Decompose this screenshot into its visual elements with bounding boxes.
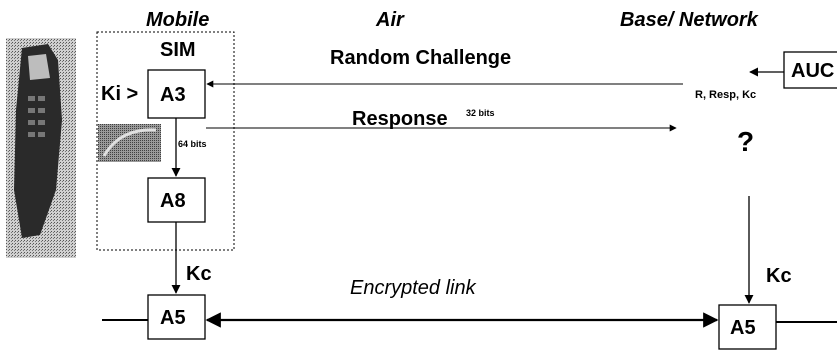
auc-label: AUC (791, 60, 835, 82)
a5-base-label: A5 (730, 317, 756, 339)
response-label: Response (352, 108, 448, 130)
a8-box (147, 177, 206, 223)
header-mobile: Mobile (146, 9, 210, 31)
header-air: Air (376, 9, 404, 31)
header-base-network: Base/ Network (620, 9, 758, 31)
auc-output-label: R, Resp, Kc (695, 89, 757, 101)
a5-mobile-label: A5 (160, 307, 186, 329)
ki-label: Ki > (101, 83, 139, 105)
kc-mobile-label: Kc (186, 263, 212, 285)
kc-base-label: Kc (766, 265, 792, 287)
auc-box (783, 51, 837, 89)
a5-base-box (718, 304, 777, 350)
encrypted-link-label: Encrypted link (350, 277, 476, 299)
sim-boundary (96, 31, 235, 251)
sim-label: SIM (160, 39, 196, 61)
key-bits-label: 64 bits (178, 139, 207, 149)
response-bits-label: 32 bits (466, 108, 495, 118)
unknown-label: ? (737, 126, 755, 157)
a3-label: A3 (160, 84, 186, 106)
a8-label: A8 (160, 190, 186, 212)
a5-mobile-box (147, 294, 206, 340)
random-challenge-label: Random Challenge (330, 47, 512, 69)
sim-chip-image (98, 124, 161, 162)
mobile-phone-image (6, 38, 76, 258)
